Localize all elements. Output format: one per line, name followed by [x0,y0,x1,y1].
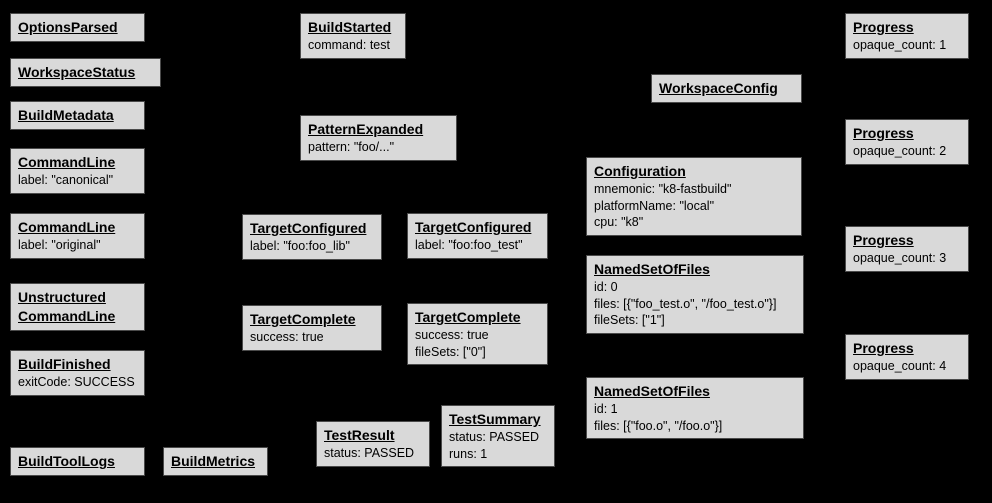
node-test-summary: TestSummary status: PASSED runs: 1 [441,405,555,467]
node-title: NamedSetOfFiles [594,261,710,277]
node-title: TargetComplete [415,309,521,325]
node-title: Progress [853,340,914,356]
node-configuration: Configuration mnemonic: "k8-fastbuild" p… [586,157,802,236]
node-progress-4: Progress opaque_count: 4 [845,334,969,380]
node-field: command: test [308,38,390,52]
node-field: label: "canonical" [18,173,114,187]
node-options-parsed: OptionsParsed [10,13,145,42]
node-command-line-original: CommandLine label: "original" [10,213,145,259]
node-field: opaque_count: 3 [853,251,947,265]
node-title: Progress [853,125,914,141]
node-progress-1: Progress opaque_count: 1 [845,13,969,59]
node-progress-3: Progress opaque_count: 3 [845,226,969,272]
node-progress-2: Progress opaque_count: 2 [845,119,969,165]
node-field: fileSets: ["1"] [594,313,665,327]
node-field: exitCode: SUCCESS [18,375,135,389]
node-title: TestSummary [449,411,541,427]
node-title: TargetComplete [250,311,356,327]
node-field: success: true [250,330,324,344]
node-field: status: PASSED [324,446,415,460]
node-title: Configuration [594,163,686,179]
node-title: BuildFinished [18,356,111,372]
node-field: mnemonic: "k8-fastbuild" [594,182,732,196]
node-title: TestResult [324,427,395,443]
node-pattern-expanded: PatternExpanded pattern: "foo/..." [300,115,457,161]
node-field: id: 1 [594,402,618,416]
node-field: opaque_count: 1 [853,38,947,52]
node-title: PatternExpanded [308,121,424,137]
node-build-started: BuildStarted command: test [300,13,406,59]
node-named-set-of-files-0: NamedSetOfFiles id: 0 files: [{"foo_test… [586,255,804,334]
node-target-configured-lib: TargetConfigured label: "foo:foo_lib" [242,214,382,260]
node-target-complete-lib: TargetComplete success: true [242,305,382,351]
node-test-result: TestResult status: PASSED [316,421,430,467]
node-title: TargetConfigured [415,219,532,235]
node-title: BuildMetrics [171,453,256,469]
node-field: label: "foo:foo_lib" [250,239,350,253]
node-build-metadata: BuildMetadata [10,101,145,130]
node-title: OptionsParsed [18,19,118,35]
node-command-line-canonical: CommandLine label: "canonical" [10,148,145,194]
node-workspace-config: WorkspaceConfig [651,74,802,103]
node-field: files: [{"foo_test.o", "/foo_test.o"}] [594,296,777,311]
node-target-configured-test: TargetConfigured label: "foo:foo_test" [407,213,548,259]
node-build-tool-logs: BuildToolLogs [10,447,145,476]
node-field: pattern: "foo/..." [308,140,395,154]
node-title: CommandLine [18,154,116,170]
node-named-set-of-files-1: NamedSetOfFiles id: 1 files: [{"foo.o", … [586,377,804,439]
node-title: WorkspaceConfig [659,80,778,96]
node-title: BuildToolLogs [18,453,115,469]
node-title: Progress [853,19,914,35]
node-field: id: 0 [594,280,618,294]
node-field: runs: 1 [449,446,488,461]
node-title: WorkspaceStatus [18,64,136,80]
node-field: cpu: "k8" [594,215,644,229]
node-field: opaque_count: 2 [853,144,947,158]
node-unstructured-command-line: Unstructured CommandLine [10,283,145,331]
node-title: Unstructured [18,289,106,305]
node-title: NamedSetOfFiles [594,383,710,399]
node-target-complete-test: TargetComplete success: true fileSets: [… [407,303,548,365]
node-field: platformName: "local" [594,198,715,213]
node-field: label: "foo:foo_test" [415,238,523,252]
node-title: Progress [853,232,914,248]
node-title: BuildStarted [308,19,392,35]
node-title: TargetConfigured [250,220,367,236]
node-title: CommandLine [18,219,116,235]
node-field: opaque_count: 4 [853,359,947,373]
node-build-metrics: BuildMetrics [163,447,268,476]
node-field: status: PASSED [449,430,540,444]
node-title: CommandLine [18,308,116,324]
node-workspace-status: WorkspaceStatus [10,58,161,87]
node-field: fileSets: ["0"] [415,344,486,359]
node-build-finished: BuildFinished exitCode: SUCCESS [10,350,145,396]
node-field: files: [{"foo.o", "/foo.o"}] [594,418,723,433]
node-title: BuildMetadata [18,107,114,123]
node-field: label: "original" [18,238,101,252]
node-field: success: true [415,328,489,342]
